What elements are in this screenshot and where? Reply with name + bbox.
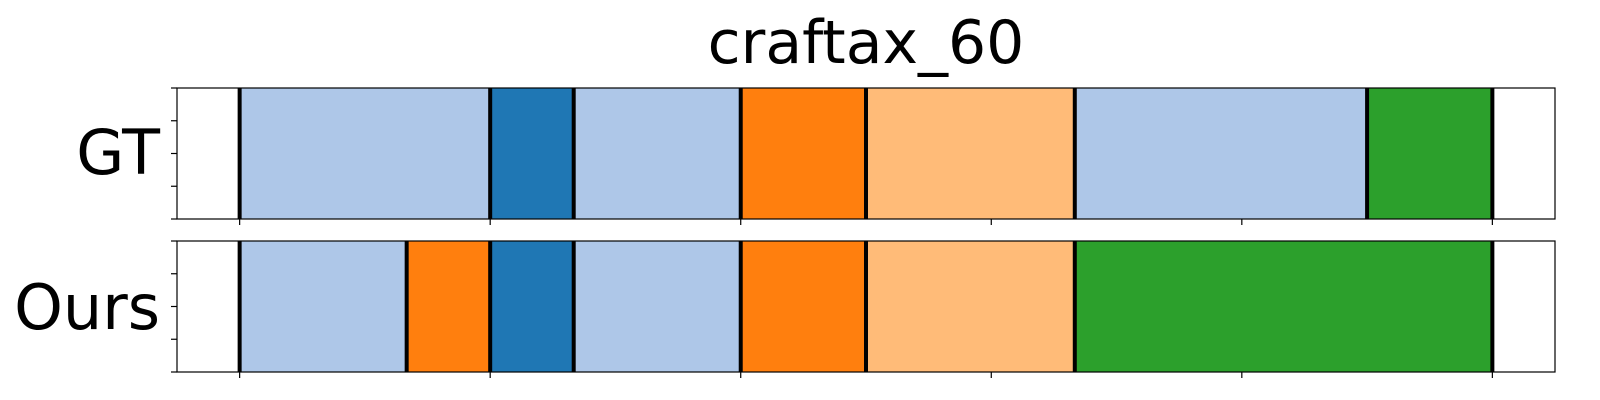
segment-gt-3 <box>573 88 741 219</box>
segment-ours-5 <box>740 241 866 372</box>
segment-gt-4 <box>740 88 866 219</box>
segment-ours-6 <box>866 241 1075 372</box>
segment-ours-7 <box>1074 241 1493 372</box>
segment-ours-3 <box>490 241 574 372</box>
row-gt: GT <box>76 87 1556 225</box>
segment-gt-7 <box>1367 88 1493 219</box>
segment-ours-1 <box>239 241 407 372</box>
row-label-ours: Ours <box>14 271 160 344</box>
row-label-gt: GT <box>76 116 161 189</box>
segment-ours-4 <box>573 241 741 372</box>
segment-gt-6 <box>1074 88 1368 219</box>
segment-gt-2 <box>490 88 574 219</box>
row-ours: Ours <box>14 240 1556 378</box>
segment-gt-1 <box>239 88 491 219</box>
segment-ours-2 <box>406 241 491 372</box>
segment-gt-5 <box>866 88 1075 219</box>
chart-title: craftax_60 <box>708 8 1025 78</box>
